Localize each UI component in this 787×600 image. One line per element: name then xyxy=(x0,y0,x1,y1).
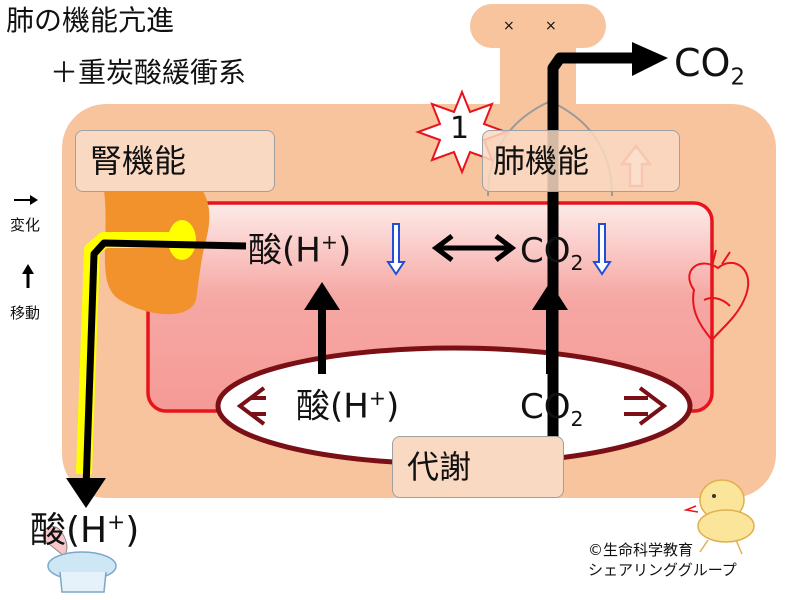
chick-mascot-icon xyxy=(683,479,755,555)
title-line-2: ＋重炭酸緩衝系 xyxy=(50,56,247,89)
exchange-double-arrow xyxy=(431,234,517,262)
metabolism-co2-label: CO2 xyxy=(520,387,584,431)
title-line-1: 肺の機能亢進 xyxy=(6,4,175,37)
metabolism-box: 代謝 xyxy=(392,436,564,498)
exhale-arrowhead xyxy=(632,42,668,76)
credit-line-2: シェアリンググループ xyxy=(588,561,737,579)
head-shape: × × xyxy=(470,4,606,114)
legend-move-arrow xyxy=(22,264,34,288)
blood-co2-label: CO2 xyxy=(520,231,584,275)
acid-up-arrow xyxy=(304,282,340,374)
legend-change-label: 変化 xyxy=(10,216,41,234)
excretion-arrowhead xyxy=(66,478,106,508)
heart-icon xyxy=(688,249,750,342)
acid-down-arrow xyxy=(386,223,406,276)
legend-move-label: 移動 xyxy=(10,304,41,322)
credit-line-1: ©生命科学教育 xyxy=(588,541,694,559)
exhaled-co2-label: CO2 xyxy=(674,41,745,91)
badge-number: 1 xyxy=(450,111,470,146)
kidney-function-label: 腎機能 xyxy=(90,142,187,180)
lung-function-label: 肺機能 xyxy=(493,142,590,180)
metabolism-label: 代謝 xyxy=(407,448,472,486)
co2-down-arrow xyxy=(592,223,612,276)
metabolism-acid-label: 酸(H+) xyxy=(296,386,400,427)
toilet-icon xyxy=(42,525,117,593)
blood-acid-label: 酸(H+) xyxy=(248,230,352,271)
excretion-line xyxy=(82,239,247,489)
legend-change-arrow xyxy=(14,195,38,205)
kidney-yellow-spot xyxy=(168,220,196,260)
svg-text:×: × xyxy=(503,18,515,34)
exhale-line xyxy=(547,52,640,490)
co2-up-arrow xyxy=(532,282,568,374)
svg-text:×: × xyxy=(545,18,557,34)
kidney-function-box: 腎機能 xyxy=(75,130,275,192)
lung-function-box: 肺機能 xyxy=(482,130,680,192)
excreted-acid-label: 酸(H+) xyxy=(30,510,140,551)
